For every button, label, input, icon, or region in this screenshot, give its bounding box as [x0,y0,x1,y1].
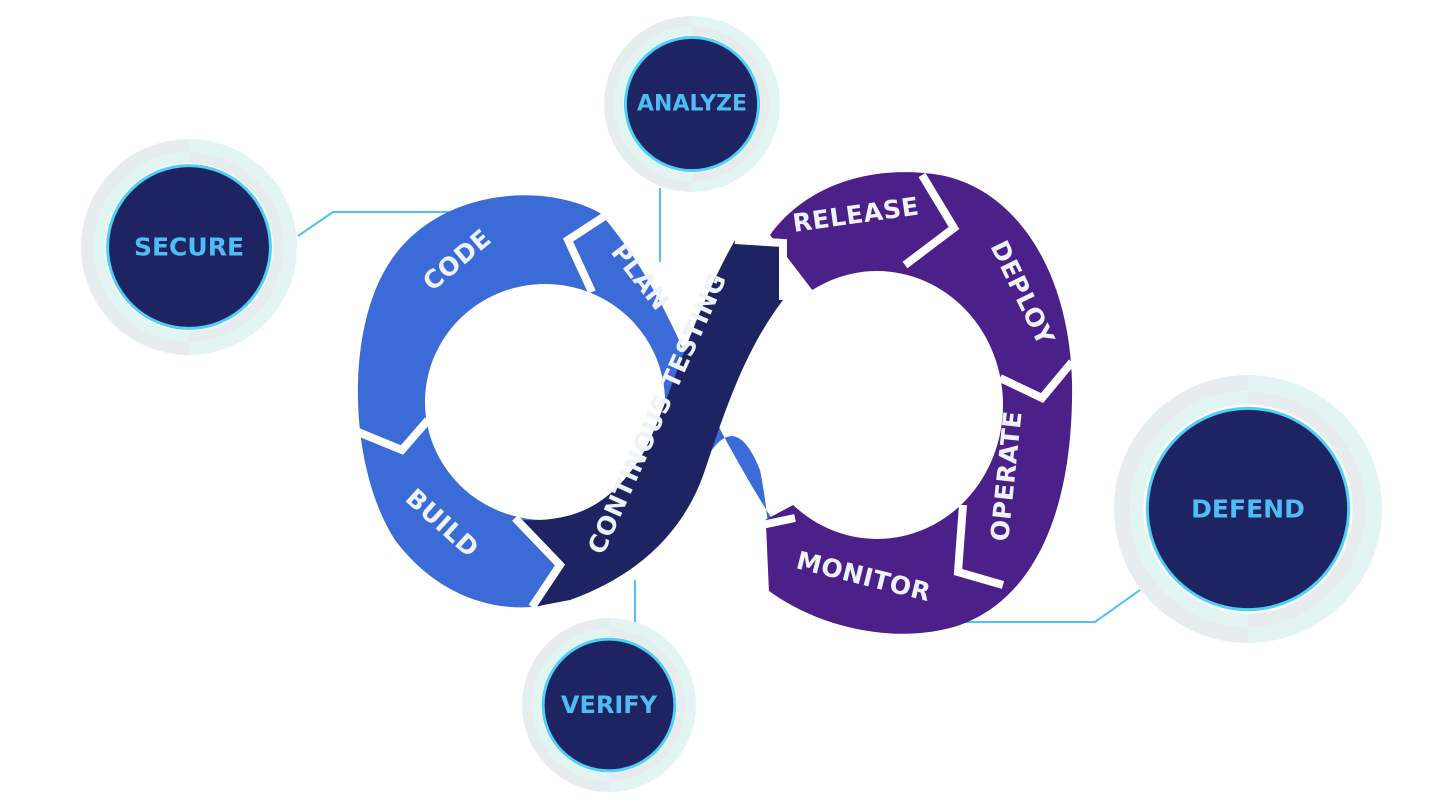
separator-testing-release [734,236,787,300]
node-ring-inner [609,628,686,705]
connector-secure [297,211,455,237]
node-secure[interactable]: SECURE [81,139,297,355]
separator-release-deploy [902,172,960,269]
node-ring-inner [609,705,686,782]
node-core [626,38,758,170]
node-ring-inner [1248,391,1366,509]
node-ring-inner [93,247,189,343]
connectors [297,188,1141,623]
testing-band [512,236,787,610]
node-secure-label: SECURE [134,233,244,262]
node-verify-label: VERIFY [561,691,658,719]
node-ring-inner [614,104,692,182]
node-analyze[interactable]: ANALYZE [604,16,780,192]
ops-loop [757,172,1076,634]
testing-band-shape [520,240,783,607]
node-ring-outer [189,139,297,247]
node-defend-label: DEFEND [1191,495,1305,524]
node-ring-outer [609,618,696,705]
node-core [109,167,269,327]
node-ring-outer [522,618,609,705]
node-ring-outer [81,139,189,247]
node-ring-inner [1130,509,1248,627]
node-ring-outer [1114,375,1248,509]
node-ring-outer [1248,375,1382,509]
node-ring-outer [609,705,696,792]
node-ring-inner [1248,509,1366,627]
separator-build-testing [512,515,566,610]
node-ring-outer [1248,509,1382,643]
node-ring-inner [189,247,285,343]
node-ring-outer [189,247,297,355]
node-core [544,640,674,770]
node-ring-outer [692,104,780,192]
separator-code-build [356,417,432,455]
node-ring-outer [604,16,692,104]
node-ring-inner [532,705,609,782]
separator-deploy-operate [998,359,1076,403]
node-ring-inner [532,628,609,705]
node-ring-inner [692,104,770,182]
node-ring-outer [522,705,609,792]
dev-loop [356,195,800,608]
dev-loop-ring [357,195,800,608]
node-ring-outer [81,247,189,355]
node-ring-inner [614,26,692,105]
node-verify[interactable]: VERIFY [522,618,696,792]
separator-operate-monitor [953,504,1005,589]
node-ring-outer [604,104,692,192]
node-ring-inner [1130,391,1248,509]
ops-loop-ring [765,172,1073,634]
node-core [1148,409,1348,609]
node-ring-inner [189,151,285,247]
node-ring-inner [93,151,189,247]
node-analyze-label: ANALYZE [637,92,747,117]
node-ring-inner [692,26,770,105]
separator-monitor-dev [757,514,796,593]
connector-defend [945,589,1141,623]
node-ring-outer [692,16,780,104]
separator-code-plan [562,210,611,294]
node-ring-outer [1114,509,1248,643]
node-defend[interactable]: DEFEND [1114,375,1382,643]
